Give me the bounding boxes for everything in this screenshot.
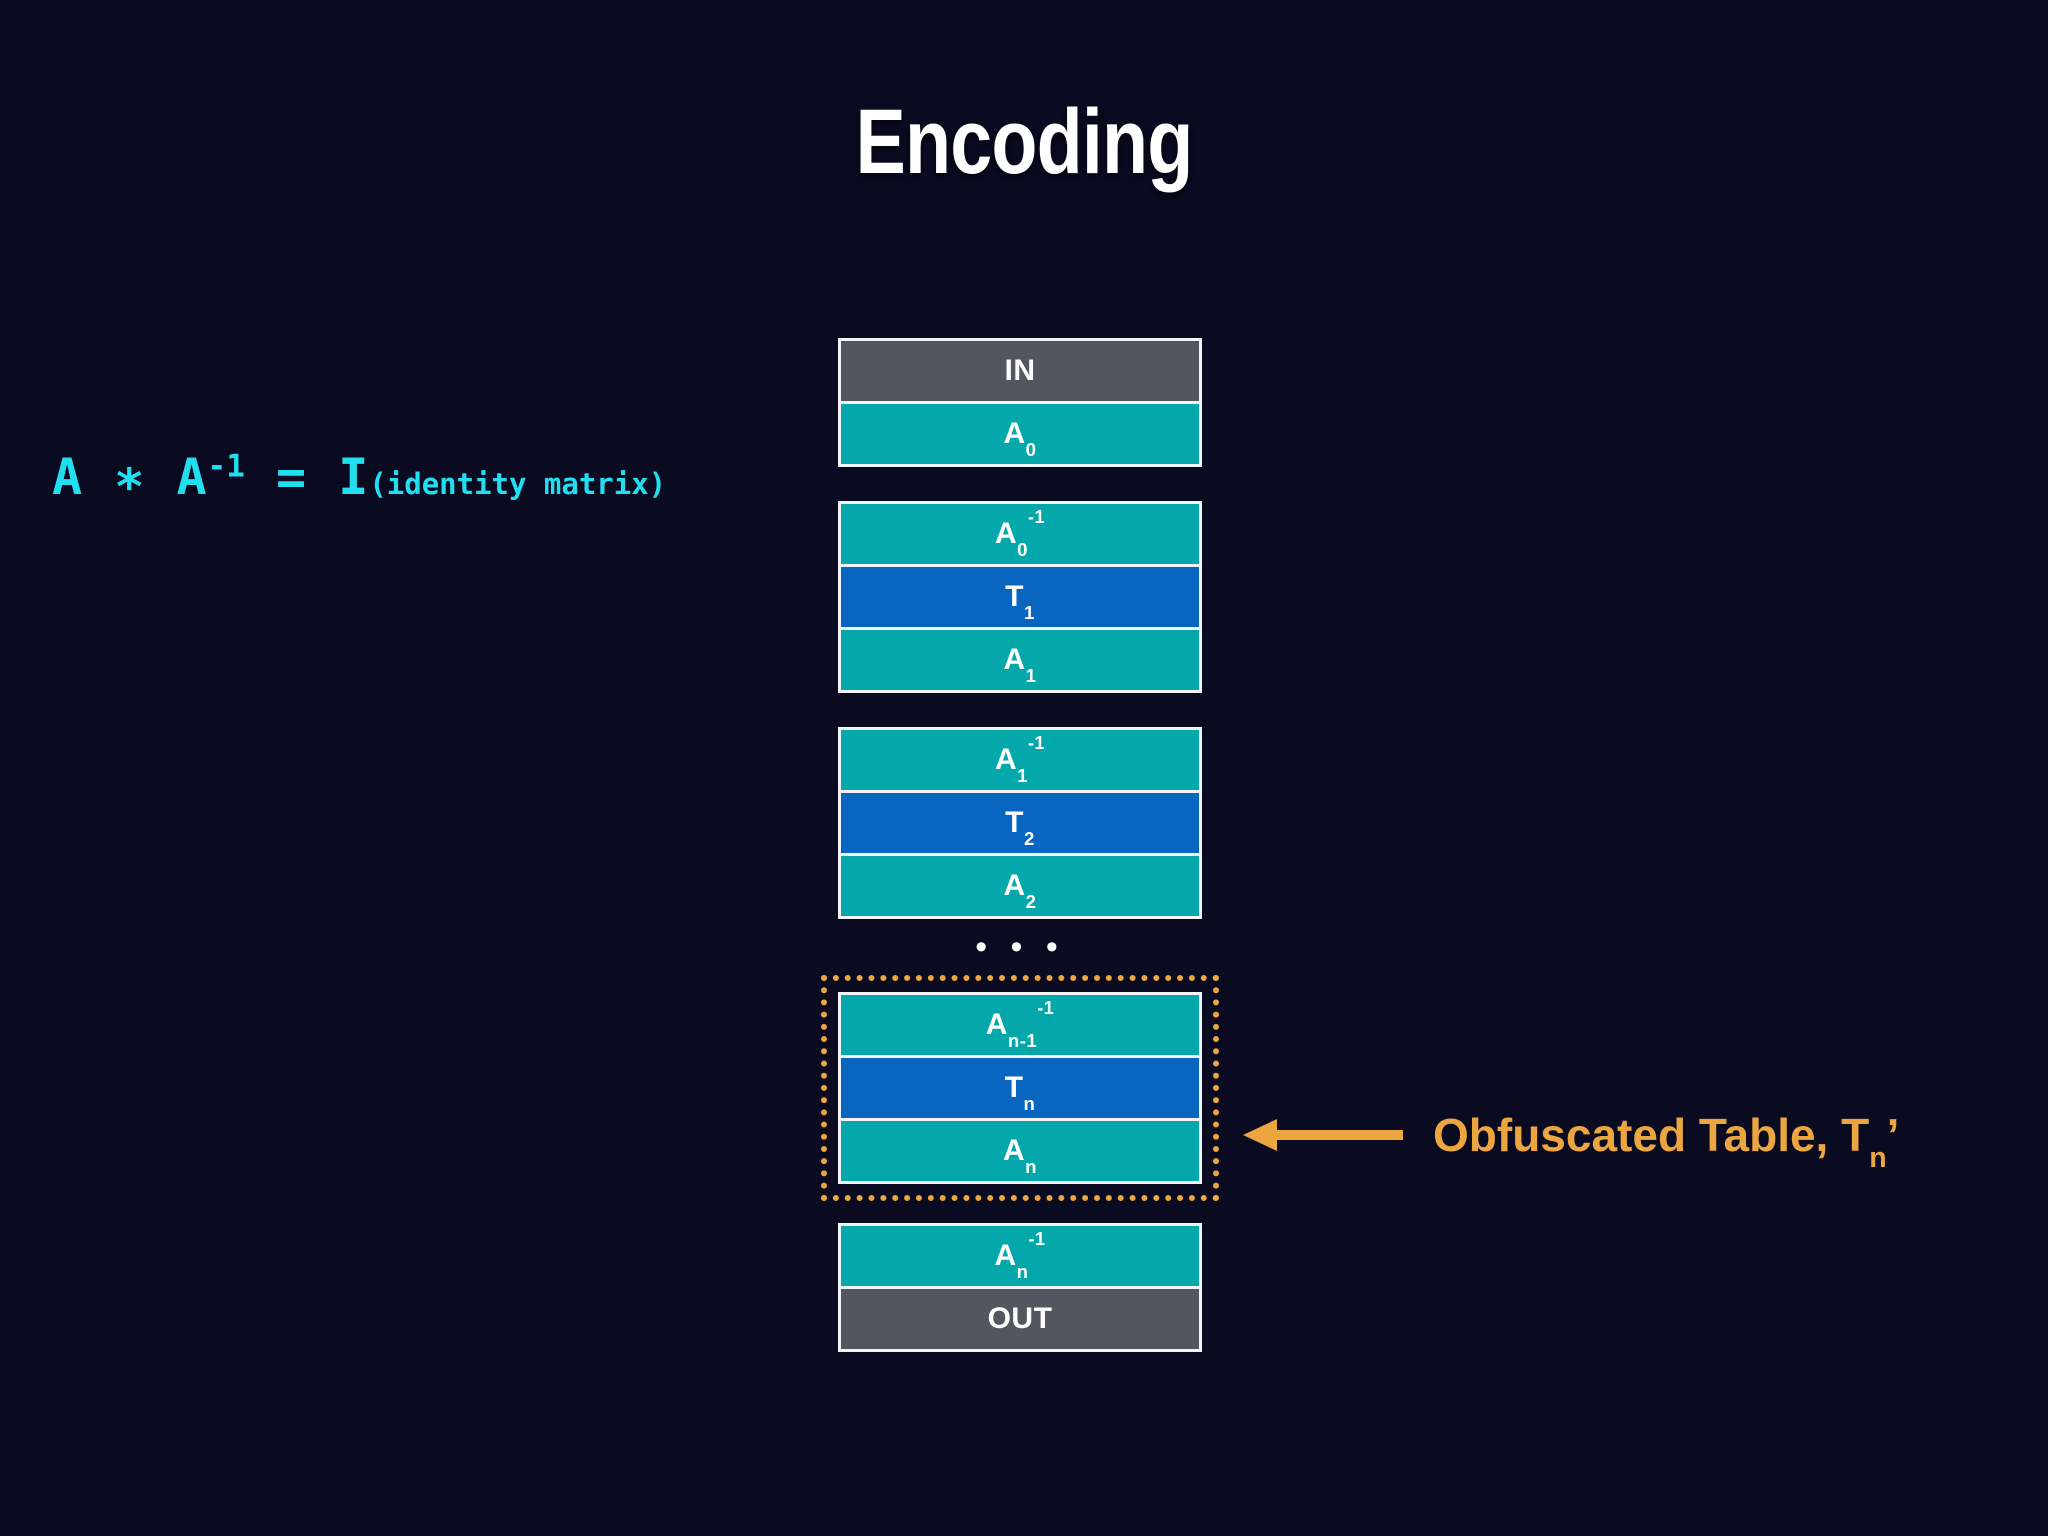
row-t2-sub: 2 bbox=[1023, 828, 1035, 849]
row-a1-inv: A1-1 bbox=[841, 730, 1199, 790]
row-t2-base: T bbox=[1005, 806, 1024, 839]
annotation-label-text: Obfuscated Table, T bbox=[1433, 1109, 1870, 1161]
row-out-label: OUT bbox=[987, 1302, 1053, 1335]
row-a1-inv-sub: 1 bbox=[1017, 765, 1028, 786]
spacer bbox=[838, 467, 1202, 501]
formula-rhs-matrix: A bbox=[176, 448, 208, 506]
row-a2: A2 bbox=[841, 856, 1199, 916]
spacer bbox=[838, 1201, 1202, 1223]
formula-identity-symbol: I bbox=[338, 448, 370, 506]
formula-equals: = bbox=[275, 448, 308, 506]
output-group: An -1 OUT bbox=[838, 1223, 1202, 1352]
row-a0-inv-sup: -1 bbox=[1028, 507, 1046, 527]
row-tn-sub: n bbox=[1023, 1093, 1036, 1114]
input-group: IN A0 bbox=[838, 338, 1202, 467]
page-title: Encoding bbox=[855, 91, 1193, 193]
row-an: An bbox=[841, 1121, 1199, 1181]
row-a1-sub: 1 bbox=[1025, 665, 1037, 686]
row-a2-sub: 2 bbox=[1025, 891, 1037, 912]
row-t2: T2 bbox=[841, 793, 1199, 853]
row-a1: A1 bbox=[841, 630, 1199, 690]
row-a1-base: A bbox=[1003, 643, 1026, 676]
formula-lhs-matrix: A bbox=[52, 448, 84, 506]
row-t1-sub: 1 bbox=[1023, 602, 1035, 623]
formula-identity-note: (identity matrix) bbox=[369, 467, 667, 501]
row-t1: T1 bbox=[841, 567, 1199, 627]
formula-operator: ∗ bbox=[114, 448, 146, 506]
row-a0-sub: 0 bbox=[1025, 439, 1037, 460]
annotation-label: Obfuscated Table, Tn’ bbox=[1433, 1108, 1900, 1172]
ellipsis-indicator: • • • bbox=[975, 928, 1065, 966]
row-a0-inv-base: A bbox=[994, 517, 1018, 550]
round-2-group: A1-1 T2 A2 bbox=[838, 727, 1202, 919]
row-a0-inv: A0-1 bbox=[841, 504, 1199, 564]
formula-rhs-exponent: -1 bbox=[207, 448, 245, 485]
obfuscated-table-highlight: An-1 -1 Tn An bbox=[821, 975, 1219, 1201]
row-an-base: A bbox=[1002, 1134, 1026, 1167]
row-a2-base: A bbox=[1003, 869, 1026, 902]
row-an-1-inv-base: A bbox=[985, 1008, 1008, 1041]
encoding-diagram: IN A0 A0-1 T1 A1 A1-1 T2 A2 • • • An-1-1… bbox=[821, 338, 1219, 1352]
identity-formula: A ∗ A-1 = I(identity matrix) bbox=[52, 448, 666, 506]
row-an-inv-sub: n bbox=[1016, 1261, 1029, 1282]
row-tn: Tn bbox=[841, 1058, 1199, 1118]
row-an-1-inv-sup: -1 bbox=[1037, 998, 1055, 1018]
row-a1-inv-sup: -1 bbox=[1028, 733, 1046, 753]
arrow-left-icon bbox=[1243, 1119, 1403, 1151]
row-out: OUT bbox=[841, 1289, 1199, 1349]
row-t1-base: T bbox=[1005, 580, 1024, 613]
spacer bbox=[838, 693, 1202, 727]
annotation-label-suffix: ’ bbox=[1886, 1109, 1900, 1161]
row-an-1-inv: An-1 -1 bbox=[841, 995, 1199, 1055]
row-an-inv: An -1 bbox=[841, 1226, 1199, 1286]
round-n-group: An-1 -1 Tn An bbox=[838, 992, 1202, 1184]
row-an-1-inv-sub: n-1 bbox=[1007, 1030, 1038, 1051]
row-an-inv-base: A bbox=[994, 1239, 1017, 1272]
row-a0: A0 bbox=[841, 404, 1199, 464]
row-in-label: IN bbox=[1004, 354, 1036, 387]
row-a0-inv-sub: 0 bbox=[1017, 539, 1028, 560]
row-tn-base: T bbox=[1004, 1071, 1024, 1104]
row-in: IN bbox=[841, 341, 1199, 401]
row-an-sub: n bbox=[1025, 1156, 1038, 1177]
row-a0-base: A bbox=[1003, 417, 1026, 450]
round-1-group: A0-1 T1 A1 bbox=[838, 501, 1202, 693]
row-a1-inv-base: A bbox=[994, 743, 1018, 776]
obfuscated-table-annotation: Obfuscated Table, Tn’ bbox=[1243, 1108, 1900, 1172]
annotation-label-sub: n bbox=[1869, 1142, 1887, 1175]
row-an-inv-sup: -1 bbox=[1028, 1229, 1046, 1249]
